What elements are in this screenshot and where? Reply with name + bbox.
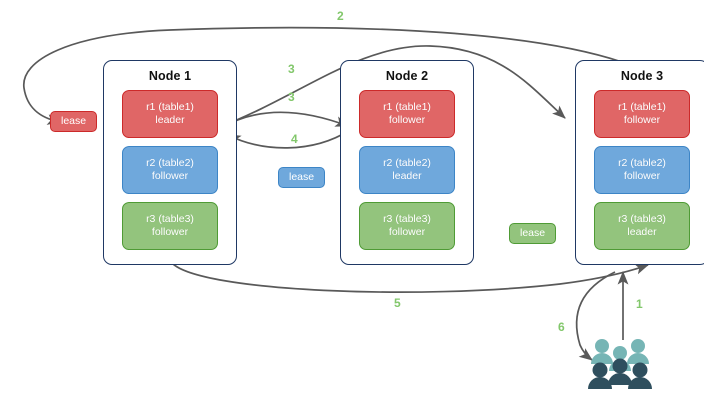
- node-title: Node 2: [385, 69, 429, 83]
- replica-role: follower: [151, 226, 189, 238]
- replica-name: r1 (table1): [618, 101, 666, 113]
- replica-role: follower: [623, 114, 661, 126]
- edge-4: [227, 129, 351, 149]
- step-label-5: 5: [394, 296, 401, 310]
- replica-role: follower: [388, 226, 426, 238]
- replica-name: r3 (table3): [146, 213, 194, 225]
- edge-5: [171, 262, 649, 293]
- step-label-6: 6: [558, 320, 565, 334]
- replica-r3[interactable]: r3 (table3) follower: [122, 202, 218, 250]
- lease-badge-r1[interactable]: lease: [50, 111, 98, 132]
- replica-role: follower: [151, 170, 189, 182]
- node-card-node-1[interactable]: Node 1 r1 (table1) leader r2 (table2) fo…: [103, 60, 237, 265]
- step-label-3b: 3: [288, 90, 295, 104]
- step-label-1: 1: [636, 297, 643, 311]
- replica-r2[interactable]: r2 (table2) follower: [122, 146, 218, 194]
- replica-r2[interactable]: r2 (table2) leader: [359, 146, 455, 194]
- lease-badge-r2[interactable]: lease: [278, 167, 326, 188]
- users-icon: [588, 339, 652, 389]
- node-card-node-3[interactable]: Node 3 r1 (table1) follower r2 (table2) …: [575, 60, 704, 265]
- step-label-3a: 3: [288, 62, 295, 76]
- replica-name: r1 (table1): [383, 101, 431, 113]
- replica-role: follower: [388, 114, 426, 126]
- replica-role: leader: [392, 170, 422, 182]
- replica-r2[interactable]: r2 (table2) follower: [594, 146, 690, 194]
- replica-r1[interactable]: r1 (table1) follower: [359, 90, 455, 138]
- replica-name: r2 (table2): [146, 157, 194, 169]
- edge-3-near: [222, 111, 349, 128]
- replica-r3[interactable]: r3 (table3) leader: [594, 202, 690, 250]
- replica-r1[interactable]: r1 (table1) follower: [594, 90, 690, 138]
- node-title: Node 1: [148, 69, 192, 83]
- replica-r3[interactable]: r3 (table3) follower: [359, 202, 455, 250]
- replica-role: leader: [155, 114, 185, 126]
- replica-role: leader: [627, 226, 657, 238]
- node-card-node-2[interactable]: Node 2 r1 (table1) follower r2 (table2) …: [340, 60, 474, 265]
- node-title: Node 3: [620, 69, 664, 83]
- lease-badge-r3[interactable]: lease: [509, 223, 557, 244]
- replica-r1[interactable]: r1 (table1) leader: [122, 90, 218, 138]
- replica-name: r2 (table2): [618, 157, 666, 169]
- replica-role: follower: [623, 170, 661, 182]
- step-label-4: 4: [291, 132, 298, 146]
- replica-name: r3 (table3): [618, 213, 666, 225]
- step-label-2: 2: [337, 9, 344, 23]
- replica-name: r2 (table2): [383, 157, 431, 169]
- replica-name: r3 (table3): [383, 213, 431, 225]
- replica-name: r1 (table1): [146, 101, 194, 113]
